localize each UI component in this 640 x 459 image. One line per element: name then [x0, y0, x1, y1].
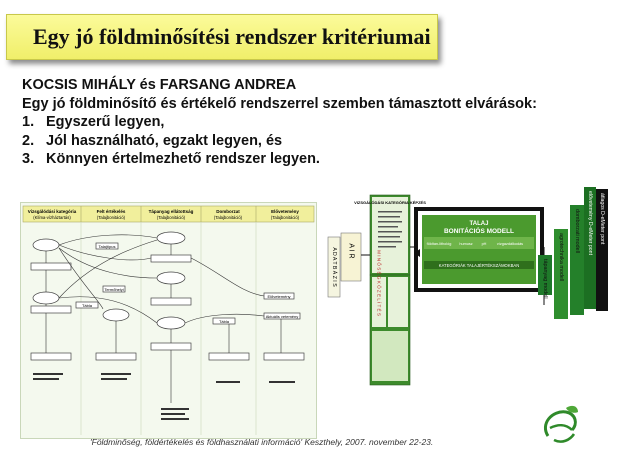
model-factor: pH	[482, 242, 487, 246]
col-sub: (Klíma-vízháztartás)	[33, 215, 71, 220]
average-point-label: átlagos D-eMeter pont	[599, 193, 605, 245]
model-diagram-right: A D A T B Á Z I S A I R VIZSGÁLÓDÁSI KAT…	[326, 185, 608, 400]
col-header: Felt értékelés	[97, 209, 126, 214]
col-header: Vizsgálódási kategória	[28, 209, 77, 214]
logo	[536, 402, 582, 448]
col-header: Elővetemény	[271, 209, 299, 214]
label-aktualis: Aktuális vetemény	[266, 314, 298, 319]
title-bar: Egy jó földminősítési rendszer kritérium…	[6, 14, 438, 60]
body-text: KOCSIS MIHÁLY és FARSANG ANDREA Egy jó f…	[22, 76, 537, 169]
flow-diagram-svg: Vizsgálódási kategória (Klíma-vízháztart…	[22, 205, 315, 435]
col-header: Tápanyag ellátottság	[149, 209, 194, 214]
list-item: 1.Egyszerű legyen,	[22, 114, 165, 130]
quality-approx-label: M I N Ő S É G K Ö Z E L Í T É S	[377, 250, 383, 316]
col-sub: (Talajbonitáció)	[97, 215, 126, 220]
model-diagram-svg: A D A T B Á Z I S A I R VIZSGÁLÓDÁSI KAT…	[327, 187, 608, 386]
intro-line: Egy jó földminősítő és értékelő rendszer…	[22, 95, 537, 112]
model-title-1: TALAJ	[470, 221, 489, 227]
air-block: A I R	[348, 243, 355, 258]
category-box-title: VIZSGÁLÓDÁSI KATEGÓRIA KÉPZÉS	[354, 200, 426, 205]
label-talajtipus: Talajtípus	[99, 244, 116, 249]
model-factor: földtan-lithológ	[427, 242, 452, 246]
agrotech-model-label: agrotechnika modell	[558, 233, 564, 281]
label-termohelyi: Termőhelyi	[104, 287, 123, 292]
leaf-logo-icon	[543, 405, 578, 443]
model-title-2: BONITÁCIÓS MODELL	[444, 226, 514, 235]
col-header: Domborzat	[216, 209, 240, 214]
label-elovetemeny: Elővetemény	[267, 294, 290, 299]
col-sub: (Talajbonitáció)	[271, 215, 300, 220]
col-sub: (Talajbonitáció)	[157, 215, 186, 220]
authors-line: KOCSIS MIHÁLY és FARSANG ANDREA	[22, 77, 297, 93]
flow-diagram-left: Vizsgálódási kategória (Klíma-vízháztart…	[20, 202, 317, 439]
slide-title: Egy jó földminősítési rendszer kritérium…	[33, 24, 431, 49]
label-tabla: Tábla	[82, 303, 93, 308]
list-item: 2.Jól használható, egzakt legyen, és	[22, 132, 283, 149]
label-tabla-2: Tábla	[219, 319, 230, 324]
footer: 'Földminőség, földértékelés és földhaszn…	[90, 437, 434, 447]
col-sub: (Talajbonitáció)	[214, 215, 243, 220]
model-factor: humusz	[459, 242, 472, 246]
relief-model-label: domborzati modell	[574, 209, 580, 253]
pre-crop-point-label: elővetemény D-eMeter pont	[587, 191, 593, 256]
list-item: 3.Könnyen értelmezhető rendszer legyen.	[22, 151, 320, 167]
model-factor: vízgazdálkodás	[497, 242, 523, 246]
nutrient-model-label: tápanyag modell	[542, 259, 548, 299]
model-subtitle: KATEGÓRIÁK TALAJÉRTÉKSZÁMOKBAN	[439, 263, 519, 268]
database-block: A D A T B Á Z I S	[331, 247, 338, 287]
